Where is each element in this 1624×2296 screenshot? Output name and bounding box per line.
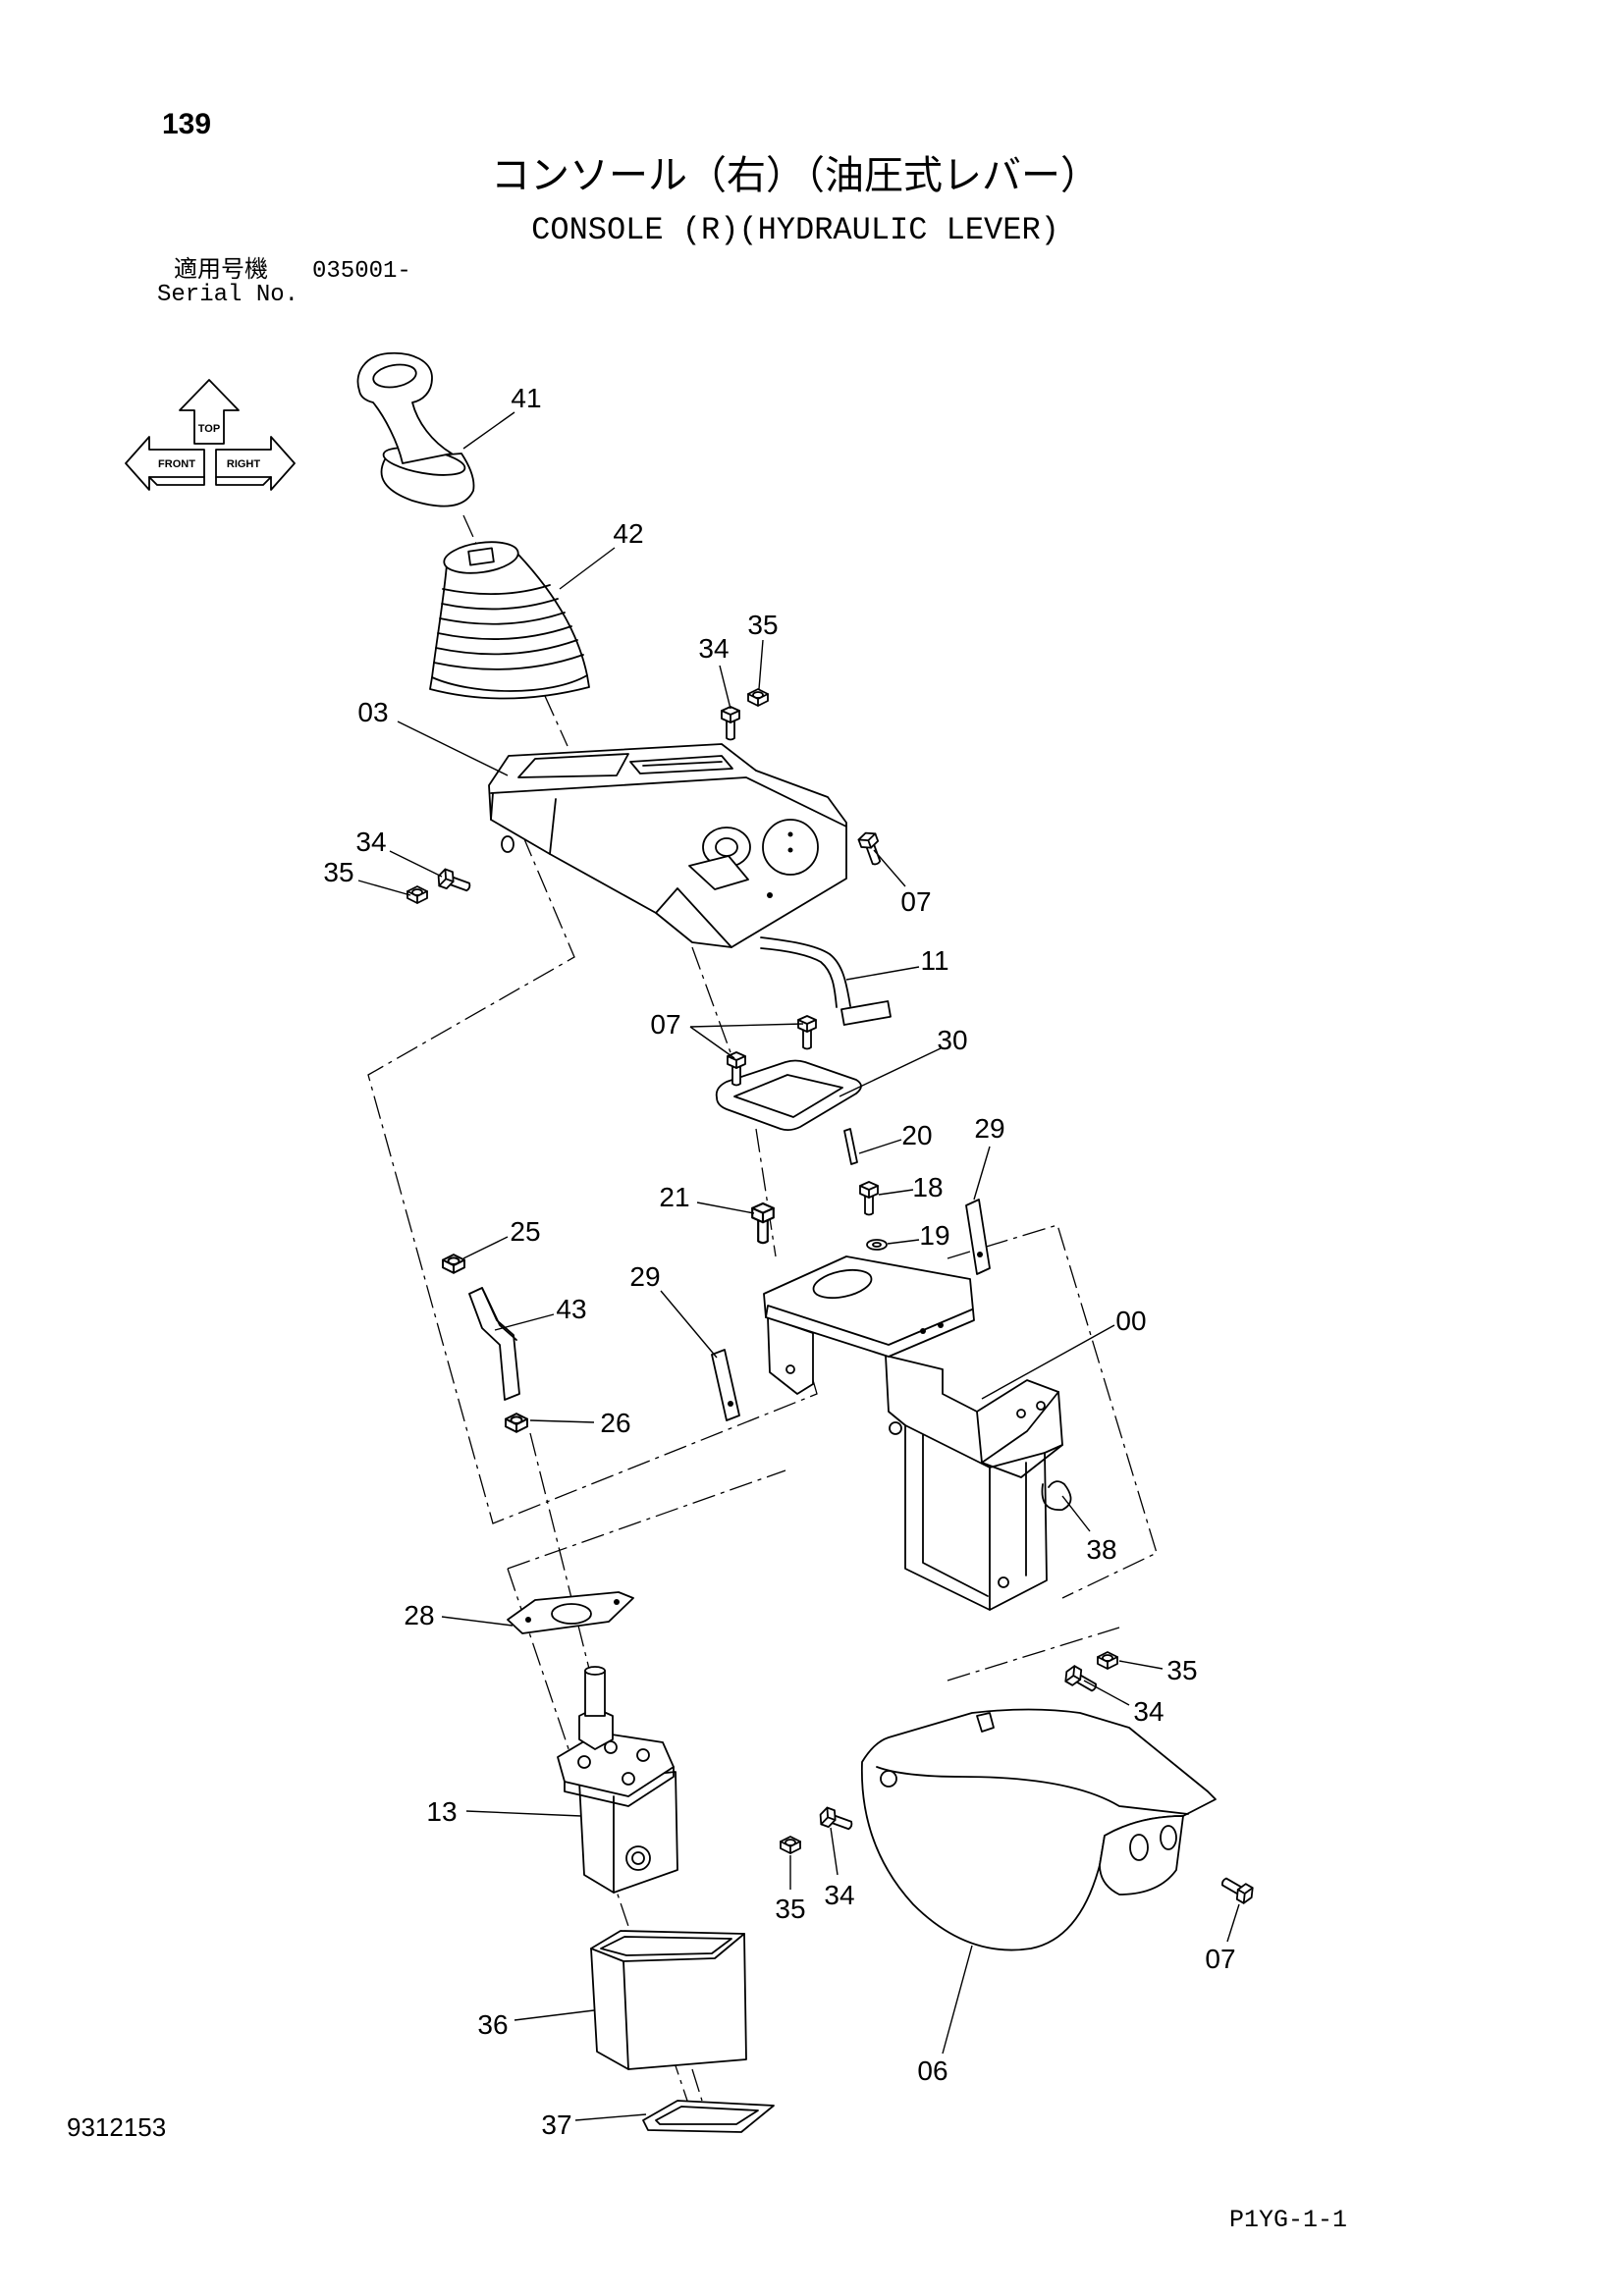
page-number: 139 [162,108,211,140]
callout-28: 28 [404,1600,434,1630]
front-arrow-icon [125,436,205,491]
callout-18: 18 [912,1172,943,1202]
callout-26: 26 [600,1408,630,1438]
callout-34: 34 [355,827,386,857]
page-code: P1YG-1-1 [1229,2206,1347,2234]
title-english: CONSOLE (R)(HYDRAULIC LEVER) [531,212,1059,248]
callout-11: 11 [920,945,948,976]
orientation-front-label: FRONT [158,458,195,470]
part-19-washer [866,1239,888,1251]
part-35-nut-cover-top [1097,1651,1118,1670]
callout-34: 34 [824,1880,854,1910]
part-42-rubber-boot [429,541,590,700]
part-11-wire-harness [760,936,892,1026]
part-29-plate-right [965,1199,991,1275]
part-41-lever-grip [356,351,475,507]
callout-06: 06 [917,2056,947,2086]
callout-13: 13 [426,1796,457,1827]
part-20-spring-pin [843,1128,858,1165]
callout-00: 00 [1115,1306,1146,1336]
part-25-nut [442,1254,465,1274]
part-26-nut [505,1413,528,1433]
part-36-cover [590,1930,747,2070]
callout-29: 29 [974,1113,1004,1144]
part-34-bolt-top [721,706,740,741]
callout-35: 35 [775,1894,805,1924]
part-07-bolt-console [856,828,887,869]
part-37-band [642,2100,775,2133]
part-06-lower-cover [860,1708,1217,1951]
callout-labels: 41 42 34 35 03 34 35 07 11 07 30 20 29 1… [323,383,1235,2140]
callout-20: 20 [901,1120,932,1150]
right-arrow-icon [215,436,296,491]
callout-03: 03 [357,697,388,727]
callout-43: 43 [556,1294,586,1324]
callout-37: 37 [541,2109,571,2140]
part-28-gasket [507,1591,634,1634]
callout-35: 35 [1166,1655,1197,1685]
part-34-bolt-cover-left [816,1805,856,1836]
part-34-bolt-left [434,867,474,897]
part-29-plate-left [711,1349,740,1421]
callout-29: 29 [629,1261,660,1292]
orientation-top-label: TOP [198,423,220,435]
callout-41: 41 [511,383,541,413]
part-07-bolt-gasket-right [797,1015,817,1050]
part-38-clip [1041,1480,1072,1511]
leader-lines [357,411,1240,2121]
serial-from: 035001- [312,258,411,285]
callout-36: 36 [477,2009,508,2040]
callout-19: 19 [919,1220,949,1251]
callout-38: 38 [1086,1534,1116,1565]
callout-07: 07 [650,1009,680,1040]
part-18-screw [859,1181,879,1216]
callout-42: 42 [613,518,643,549]
title-japanese: コンソール（右）（油圧式レバー） [491,153,1100,198]
applicable-label-ja: 適用号機 [174,255,268,283]
callout-30: 30 [937,1025,967,1055]
part-35-nut-top [747,688,769,707]
callout-25: 25 [510,1216,540,1247]
part-35-nut-cover-left [780,1836,801,1854]
callout-07: 07 [1205,1944,1235,1974]
part-00-bracket [763,1255,1063,1611]
part-07-bolt-cover-right [1218,1872,1258,1906]
part-43-bracket-strip [468,1287,520,1401]
callout-07: 07 [900,886,931,917]
part-03-console-cover [488,743,847,948]
serial-label-en: Serial No. [157,282,298,308]
callout-34: 34 [698,633,729,664]
callout-35: 35 [323,857,353,887]
drawing-number: 9312153 [67,2112,166,2142]
orientation-right-label: RIGHT [227,458,261,470]
part-13-pilot-valve [557,1666,678,1894]
callout-34: 34 [1133,1696,1164,1727]
callout-35: 35 [747,610,778,640]
orientation-indicator: TOP FRONT RIGHT [125,379,296,491]
top-arrow-icon [179,379,240,445]
part-34-bolt-cover-top [1060,1663,1101,1697]
callout-21: 21 [659,1182,689,1212]
